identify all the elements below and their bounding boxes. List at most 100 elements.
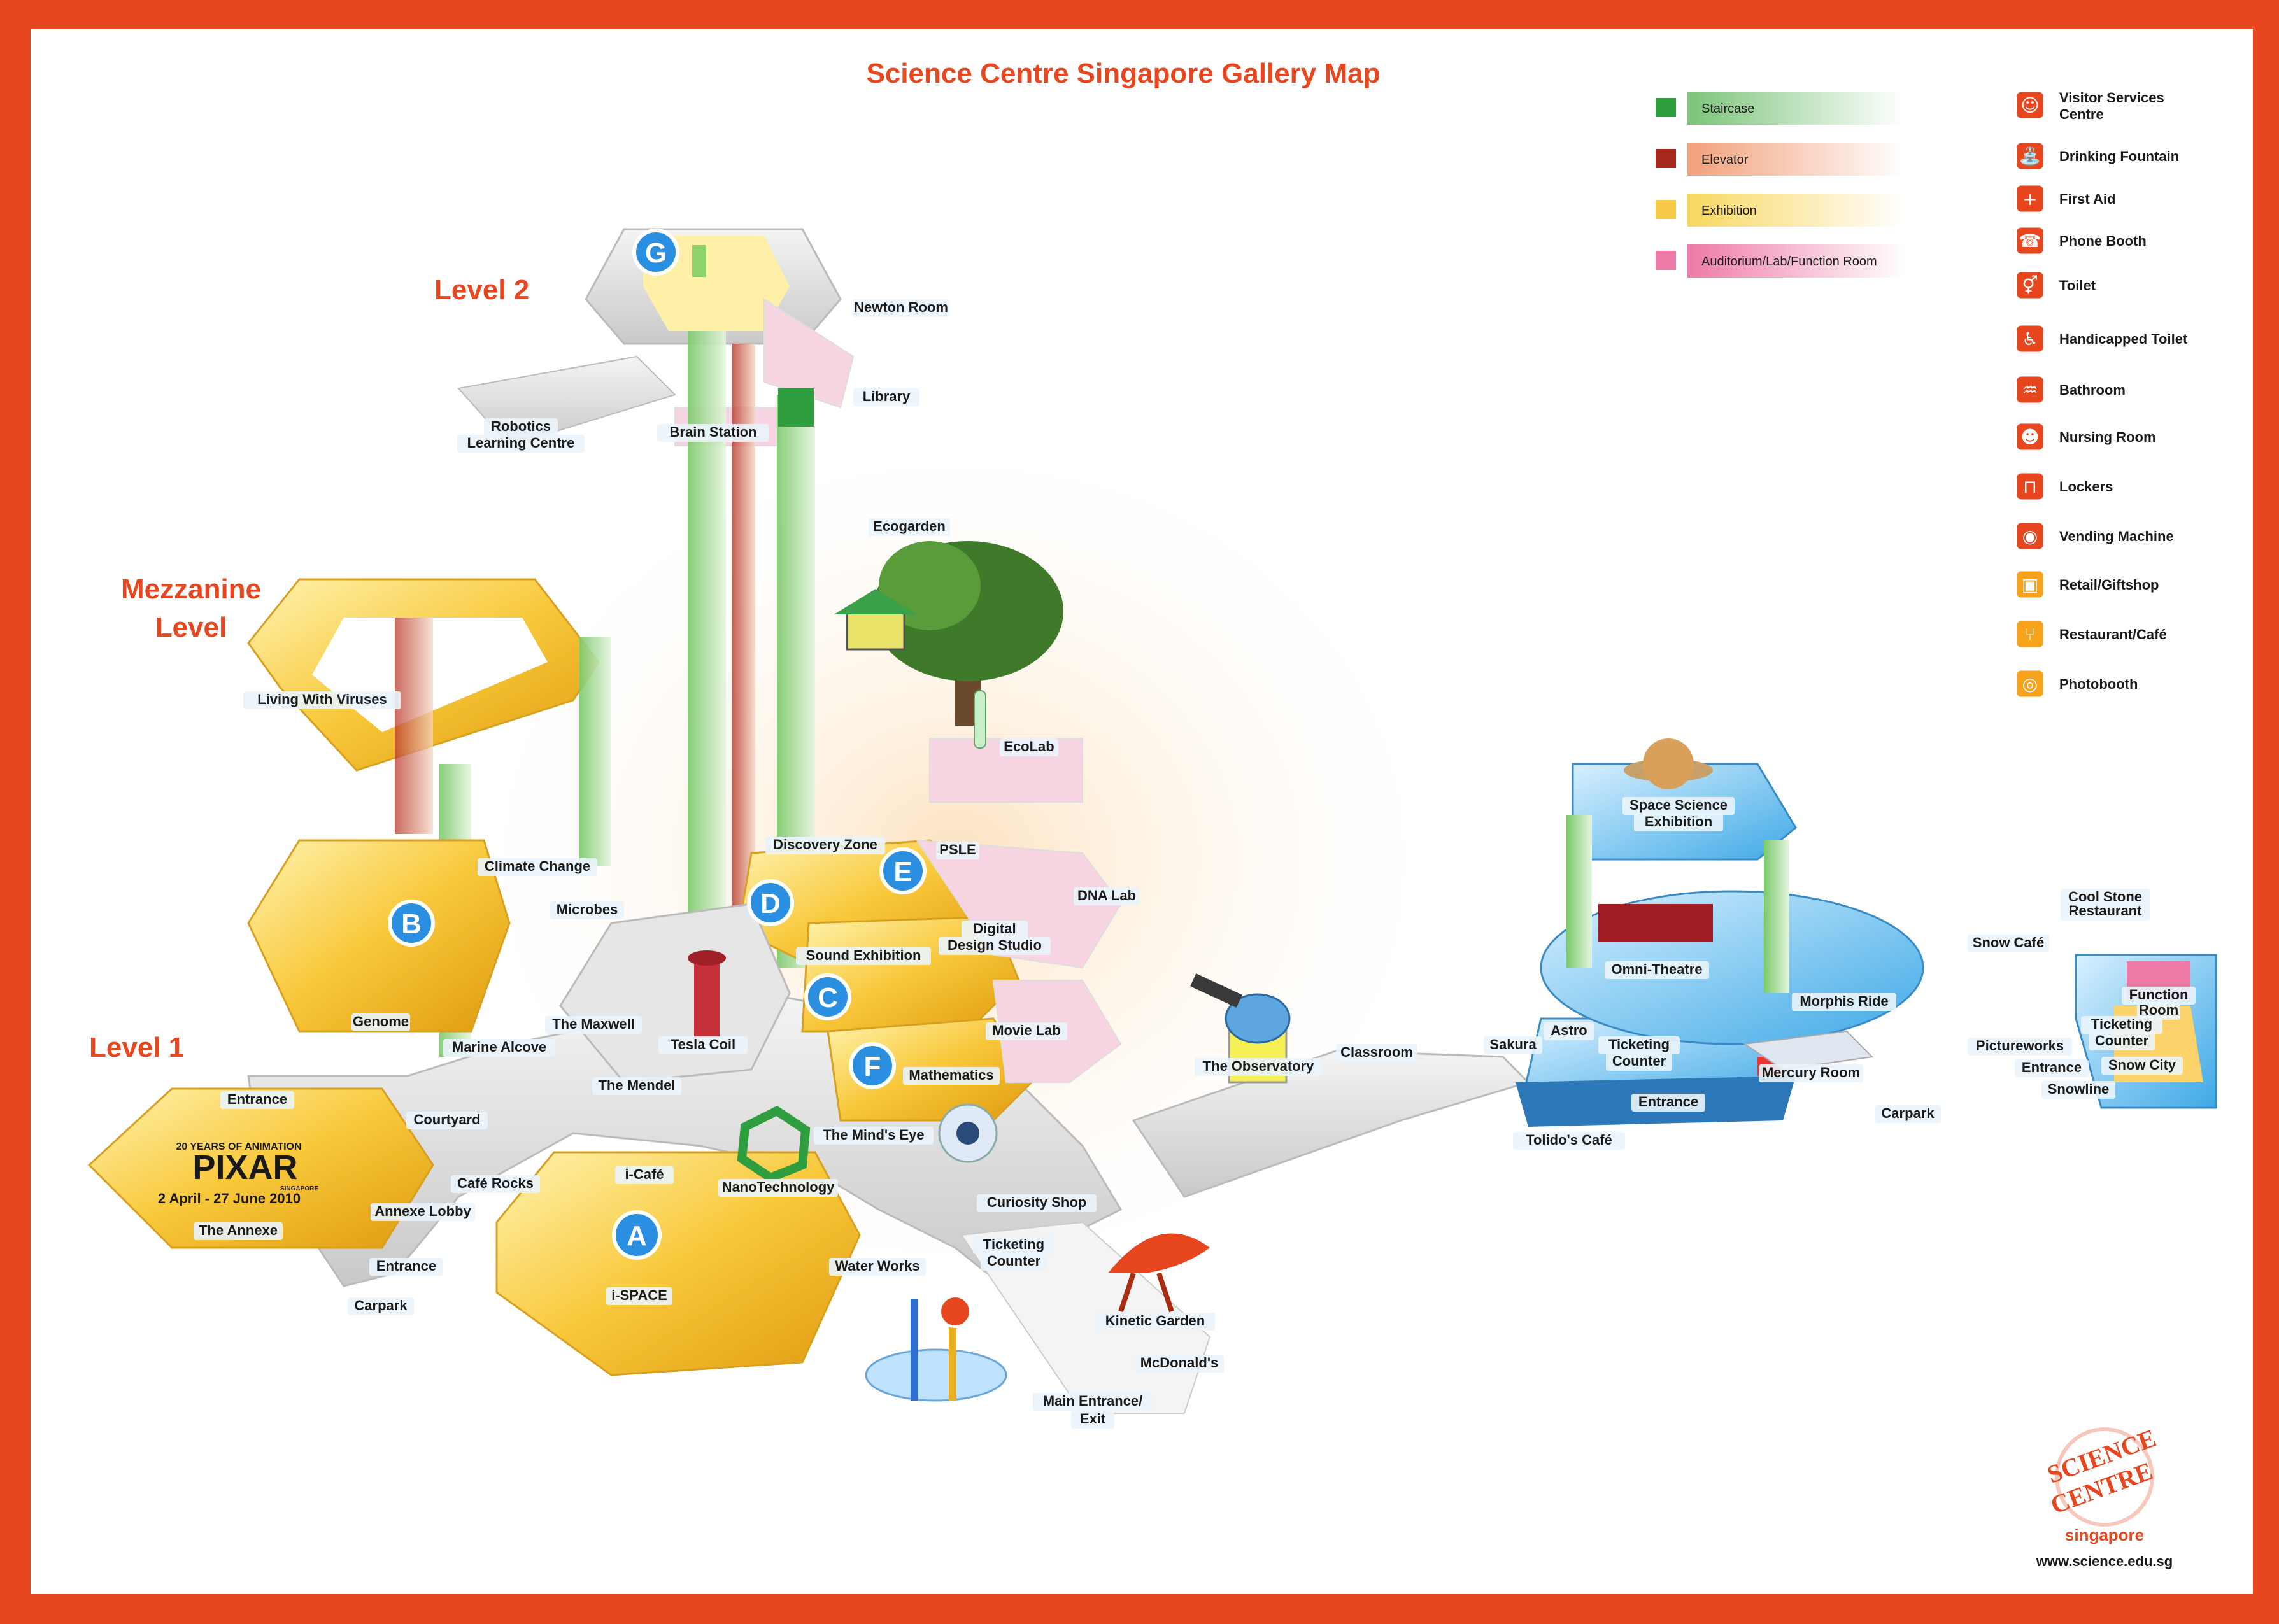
legend-bar-3 <box>1687 244 1904 278</box>
brand-url: www.science.edu.sg <box>2036 1553 2173 1569</box>
label-box-minds-eye <box>814 1127 934 1145</box>
label-box-living-viruses <box>243 691 401 709</box>
label-box-ticketing-1 <box>973 1236 1054 1254</box>
zone-c-letter: C <box>818 982 838 1013</box>
label-ecolab: EcoLab <box>1004 738 1054 754</box>
label-box-function-1 <box>2122 987 2196 1005</box>
label-box-space-sci-1 <box>1622 797 1735 815</box>
zone-f-marker <box>849 1042 896 1089</box>
label-box-mathematics <box>903 1067 1000 1085</box>
drinking-fountain-icon-glyph: ⛲ <box>2019 146 2041 167</box>
label-box-the-annexe <box>194 1222 283 1240</box>
bathroom-icon-glyph: ♒ <box>2022 379 2038 400</box>
label-microbes: Microbes <box>557 901 618 917</box>
label-omni-theatre: Omni-Theatre <box>1611 961 1702 977</box>
label-box-movie-lab <box>986 1022 1067 1040</box>
label-ticketing-1: Ticketing <box>983 1236 1044 1252</box>
label-entrance-snow: Entrance <box>2022 1059 2082 1075</box>
label-box-snow-cafe <box>1968 935 2049 952</box>
label-box-digital-2 <box>939 937 1051 955</box>
legend-area-label-0: Staircase <box>1701 102 1754 116</box>
legend-icon-label-12: Photobooth <box>2059 676 2138 692</box>
label-minds-eye: The Mind's Eye <box>823 1127 924 1143</box>
label-box-ticketing-s1 <box>2081 1016 2162 1034</box>
legend-icon-label-7: Nursing Room <box>2059 429 2156 445</box>
label-box-omni-theatre <box>1605 961 1709 979</box>
label-mercury-room: Mercury Room <box>1762 1064 1860 1080</box>
pixar-logo: PIXAR <box>192 1148 297 1187</box>
label-box-nanotech <box>718 1179 838 1197</box>
zone-c-marker <box>804 973 851 1020</box>
label-box-dna-lab <box>1074 887 1140 905</box>
label-box-entrance-snow <box>2015 1059 2089 1077</box>
label-discovery-zone: Discovery Zone <box>773 837 877 852</box>
zone-markers: G B D E C F A <box>388 229 927 1260</box>
legend-swatch-2 <box>1656 200 1676 219</box>
label-digital-2: Design Studio <box>948 937 1042 953</box>
label-the-annexe: The Annexe <box>199 1222 278 1238</box>
label-astro: Astro <box>1551 1022 1587 1038</box>
label-cool-stone-1: Cool Stone <box>2068 889 2142 905</box>
level-1-label: Level 1 <box>89 1032 184 1063</box>
label-tolidos-cafe: Tolido's Café <box>1526 1132 1612 1148</box>
label-icafe: i-Café <box>625 1166 664 1182</box>
label-box-sakura <box>1484 1036 1542 1054</box>
legend-icon-label-1: Drinking Fountain <box>2059 148 2179 164</box>
label-box-snow-city <box>2101 1057 2183 1075</box>
label-box-curiosity-shop <box>977 1194 1097 1212</box>
label-marine-alcove: Marine Alcove <box>452 1039 546 1055</box>
legend-icon-label-9: Vending Machine <box>2059 528 2174 544</box>
drinking-fountain-icon <box>2015 141 2045 171</box>
nursing-room-icon <box>2015 421 2045 452</box>
vending-machine-icon-glyph: ◉ <box>2022 526 2038 547</box>
legend-swatch-0 <box>1656 98 1676 117</box>
legend-icon-label-8: Lockers <box>2059 479 2113 495</box>
label-space-sci-2: Exhibition <box>1645 814 1712 830</box>
label-main-entrance-1: Main Entrance/ <box>1043 1393 1142 1409</box>
zone-b-area <box>247 839 511 1033</box>
zone-b-marker <box>388 900 435 947</box>
pixar-sub: SINGAPORE <box>280 1185 318 1192</box>
label-box-digital-1 <box>962 921 1028 938</box>
staircase-shaft-mezz-right <box>579 637 611 866</box>
label-box-classroom <box>1336 1044 1417 1062</box>
label-box-discovery-zone <box>765 837 885 854</box>
zone-a-marker <box>612 1210 662 1260</box>
lockers-icon-glyph: ⊓ <box>2023 476 2037 497</box>
label-box-kinetic-garden <box>1095 1313 1215 1331</box>
legend-swatch-1 <box>1656 149 1676 168</box>
legend-bar-2 <box>1687 194 1904 227</box>
label-box-marine-alcove <box>443 1039 555 1057</box>
science-centre-logo: SCIENCE CENTRE singapore www.science.edu… <box>2036 1423 2173 1569</box>
brand-sub: singapore <box>2065 1525 2144 1544</box>
staircase-marker-g <box>692 245 706 277</box>
label-box-tesla-coil <box>658 1036 748 1054</box>
label-box-water-works <box>829 1258 926 1276</box>
label-dna-lab: DNA Lab <box>1077 887 1136 903</box>
label-box-newton-room <box>853 299 949 317</box>
legend-area-label-1: Elevator <box>1701 153 1749 167</box>
label-mathematics: Mathematics <box>909 1067 993 1083</box>
legend-icon-label-3: Phone Booth <box>2059 233 2147 249</box>
label-kinetic-garden: Kinetic Garden <box>1105 1313 1205 1329</box>
elevator-shaft-mezz <box>395 618 433 834</box>
zone-g-letter: G <box>645 237 667 269</box>
label-box-maxwell <box>545 1016 642 1034</box>
legend-bar-1 <box>1687 143 1904 176</box>
label-movie-lab: Movie Lab <box>992 1022 1061 1038</box>
legend-area-label-3: Auditorium/Lab/Function Room <box>1701 255 1877 269</box>
pixar-line1: 20 YEARS OF ANIMATION <box>176 1141 301 1152</box>
label-courtyard: Courtyard <box>413 1112 480 1127</box>
nanotech-illustration <box>737 1105 811 1183</box>
pixar-dates: 2 April - 27 June 2010 <box>158 1190 301 1206</box>
label-box-robotics-1 <box>484 418 558 436</box>
label-carpark-right: Carpark <box>1881 1105 1935 1121</box>
label-box-annexe-lobby <box>371 1203 475 1221</box>
restaurant-cafe-icon-glyph: ⑂ <box>2025 624 2036 645</box>
legend-bar-0 <box>1687 92 1904 125</box>
label-box-entrance-top <box>220 1091 294 1109</box>
label-entrance-top: Entrance <box>227 1091 287 1107</box>
legend-area-types: StaircaseElevatorExhibitionAuditorium/La… <box>1656 92 1904 278</box>
